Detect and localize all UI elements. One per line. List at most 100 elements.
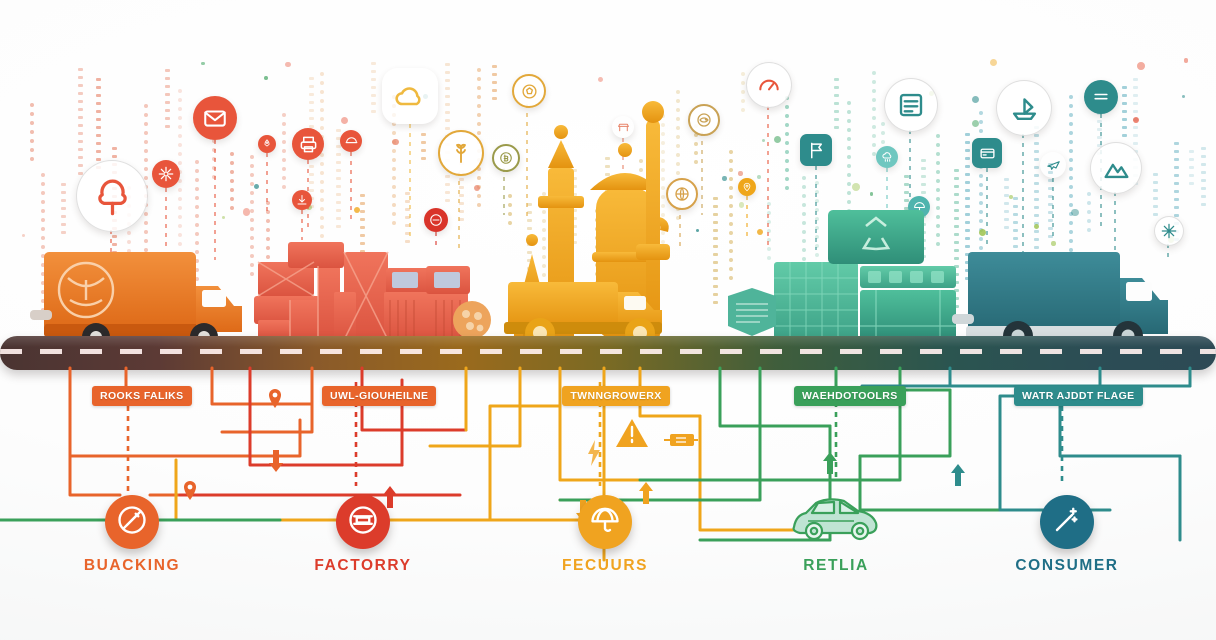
confetti-dot	[222, 216, 226, 220]
pen-slash-icon	[117, 505, 147, 540]
confetti-dot	[738, 202, 745, 208]
stage-banner[interactable]: WATR AJDDT FLAGE	[1014, 386, 1143, 406]
stage-node-factory[interactable]: FACTORRY	[314, 495, 410, 574]
data-stream-column	[491, 64, 498, 100]
wheat-circle-icon	[438, 130, 484, 176]
icon-stem	[526, 104, 528, 220]
data-stream-column	[1121, 85, 1128, 137]
confetti-dot	[201, 61, 205, 66]
data-stream-column	[28, 103, 35, 162]
stage-node-blacking[interactable]: BUACKING	[84, 495, 179, 574]
confetti-dot	[971, 95, 980, 103]
icon-stem	[1022, 134, 1024, 255]
icon-stem	[767, 106, 769, 245]
confetti-dot	[340, 116, 348, 124]
icon-stem	[746, 196, 748, 240]
confetti-dot	[762, 138, 766, 143]
confetti-dot	[1071, 209, 1079, 217]
confetti-dot	[695, 228, 699, 232]
confetti-dot	[722, 176, 727, 181]
node-label: FACTORRY	[314, 557, 412, 574]
confetti-dot	[757, 174, 762, 179]
confetti-dot	[264, 76, 268, 80]
umbrella-icon	[590, 505, 620, 540]
tree-circle-icon	[76, 160, 148, 232]
stage-node-consumer[interactable]: CONSUMER	[1015, 495, 1117, 574]
confetti-dot	[756, 228, 763, 235]
warning-triangle-icon	[615, 418, 649, 453]
node-disc[interactable]	[336, 495, 390, 549]
cargo-boxes-stack	[254, 242, 491, 341]
data-stream-column	[964, 133, 971, 281]
stage-banner[interactable]: UWL-GIOUHEILNE	[322, 386, 437, 406]
confetti-dot	[1033, 223, 1039, 230]
confetti-dot	[598, 76, 604, 82]
confetti-dot	[242, 208, 250, 216]
supply-chain-road	[0, 336, 1216, 370]
data-stream-column	[229, 152, 236, 211]
printer-icon	[292, 128, 324, 160]
node-label: RETLIA	[803, 557, 869, 574]
icon-stem	[435, 232, 437, 250]
airplane-icon	[1040, 152, 1066, 178]
node-disc[interactable]	[1040, 495, 1094, 549]
flower-icon	[152, 160, 180, 188]
icon-stem	[909, 130, 911, 255]
data-stream-column	[404, 192, 411, 244]
globe-coin-icon	[666, 178, 698, 210]
pin-icon	[738, 178, 756, 196]
arrow-up-marker	[638, 482, 654, 509]
data-stream-column	[800, 176, 807, 262]
confetti-dot	[1009, 194, 1013, 199]
icon-stem	[165, 188, 167, 250]
icon-stem	[1167, 244, 1169, 260]
snowflake-icon	[1154, 216, 1184, 246]
stage-node-producers[interactable]: FECUURS	[562, 495, 646, 574]
stage-banner[interactable]: ROOKS FALIKS	[92, 386, 192, 406]
stage-banner[interactable]: WAEHDOTOOLRS	[794, 386, 906, 406]
rocket-icon	[258, 135, 276, 153]
confetti-dot	[1132, 117, 1139, 124]
arrow-up-marker	[950, 464, 966, 491]
wand-icon	[1052, 505, 1082, 540]
data-stream-column	[164, 68, 171, 128]
chip-icon	[664, 432, 698, 453]
lightning-marker	[586, 440, 602, 471]
node-label: CONSUMER	[1015, 557, 1119, 574]
map-pin-marker	[268, 388, 282, 413]
data-stream-column	[934, 134, 941, 247]
confetti-dot	[473, 184, 481, 192]
confetti-dot	[971, 119, 980, 128]
card-icon	[972, 138, 1002, 168]
data-stream-column	[280, 112, 287, 189]
data-stream-column	[1200, 147, 1207, 207]
data-stream-column	[370, 61, 377, 113]
confetti-dot	[306, 204, 312, 211]
confetti-dot	[870, 192, 874, 196]
icon-stem	[1052, 178, 1054, 236]
data-stream-column	[833, 78, 840, 130]
confetti-dot	[253, 183, 259, 189]
no-entry-icon	[424, 208, 448, 232]
icon-stem	[266, 153, 268, 215]
icon-stem	[986, 168, 988, 248]
fish-coin-icon	[688, 104, 720, 136]
confetti-dot	[852, 182, 861, 191]
stage-banner[interactable]: TWNNGROWERX	[562, 386, 670, 406]
data-stream-column	[177, 88, 184, 246]
car-icon	[788, 491, 884, 548]
data-stream-column	[1085, 191, 1092, 232]
icon-stem	[409, 124, 411, 240]
icon-stem	[214, 140, 216, 260]
confetti-dot	[738, 171, 743, 176]
soccer-icon	[512, 74, 546, 108]
node-disc[interactable]	[105, 495, 159, 549]
node-label: FECUURS	[561, 557, 649, 574]
data-stream-column	[712, 196, 719, 304]
node-disc[interactable]	[578, 495, 632, 549]
document-icon	[884, 78, 938, 132]
road-centerline	[0, 349, 1216, 354]
cap-icon	[340, 130, 362, 152]
mountain-icon	[1090, 142, 1142, 194]
